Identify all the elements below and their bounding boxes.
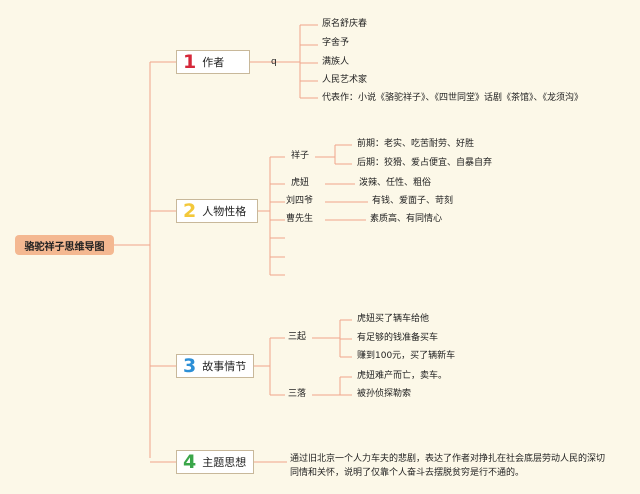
character-trait: 素质高、有同情心 bbox=[370, 214, 443, 224]
branch-number-1: 1 bbox=[183, 50, 197, 73]
plot-item: 被孙侦探勒索 bbox=[357, 389, 412, 399]
plot-stage: 三起 bbox=[288, 332, 307, 342]
plot-item: 赚到100元，买了辆新车 bbox=[357, 351, 456, 361]
character-trait: 泼辣、任性、粗俗 bbox=[359, 178, 432, 188]
root-title: 骆驼祥子思维导图 bbox=[15, 235, 114, 255]
branch-label: 主题思想 bbox=[202, 456, 247, 469]
author-item: 人民艺术家 bbox=[322, 75, 368, 85]
character-name: 刘四爷 bbox=[286, 196, 314, 206]
author-item: 代表作：小说《骆驼祥子》、《四世同堂》话剧《茶馆》、《龙须沟》 bbox=[322, 93, 584, 103]
branch-characters: 2 人物性格 bbox=[176, 199, 258, 223]
branch-label: 故事情节 bbox=[202, 360, 247, 373]
branch-number-4: 4 bbox=[183, 450, 197, 473]
character-name: 虎妞 bbox=[291, 178, 310, 188]
theme-text: 通过旧北京一个人力车夫的悲剧，表达了作者对挣扎在社会底层劳动人民的深切同情和关怀… bbox=[290, 454, 606, 478]
branch-label: 作者 bbox=[202, 56, 225, 69]
plot-item: 虎妞买了辆车给他 bbox=[357, 314, 430, 324]
branch-number-2: 2 bbox=[183, 199, 197, 222]
author-item: 字舍予 bbox=[322, 38, 350, 48]
branch-label: 人物性格 bbox=[202, 205, 247, 218]
branch-number-3: 3 bbox=[183, 354, 197, 377]
branch-author: 1 作者 bbox=[176, 50, 250, 74]
plot-item: 有足够的钱准备买车 bbox=[357, 333, 439, 343]
character-name: 曹先生 bbox=[286, 214, 314, 224]
character-name: 祥子 bbox=[291, 151, 310, 161]
character-trait: 后期：狡猾、爱占便宜、自暴自弃 bbox=[357, 158, 493, 168]
stray-mark: q bbox=[271, 57, 277, 67]
character-trait: 前期：老实、吃苦耐劳、好胜 bbox=[357, 139, 475, 149]
plot-stage: 三落 bbox=[288, 389, 307, 399]
branch-theme: 4 主题思想 bbox=[176, 450, 254, 474]
branch-plot: 3 故事情节 bbox=[176, 354, 254, 378]
author-item: 满族人 bbox=[322, 57, 350, 67]
character-trait: 有钱、爱面子、苛刻 bbox=[372, 196, 454, 206]
author-item: 原名舒庆春 bbox=[322, 19, 368, 29]
plot-item: 虎妞难产而亡，卖车。 bbox=[357, 371, 448, 381]
